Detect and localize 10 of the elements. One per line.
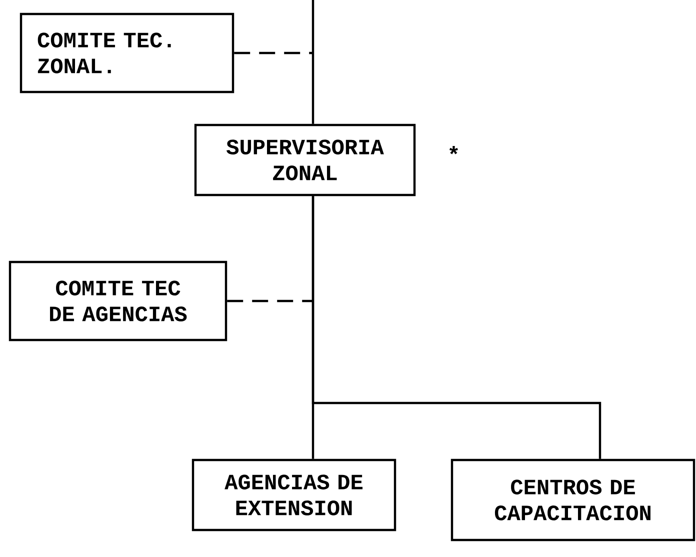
connector-line xyxy=(312,0,314,124)
org-box: SUPERVISORIA ZONAL xyxy=(194,124,416,196)
dashed-connector xyxy=(227,300,313,302)
org-box: AGENCIAS DE EXTENSION xyxy=(192,458,396,532)
dashed-connector xyxy=(234,52,313,54)
org-box: COMITE TEC DE AGENCIAS xyxy=(8,260,228,342)
org-box: CENTROS DE CAPACITACION xyxy=(450,458,696,542)
org-box: COMITE TEC. ZONAL. xyxy=(20,12,234,94)
asterisk-note: * xyxy=(449,146,458,154)
connector-line xyxy=(312,196,602,459)
